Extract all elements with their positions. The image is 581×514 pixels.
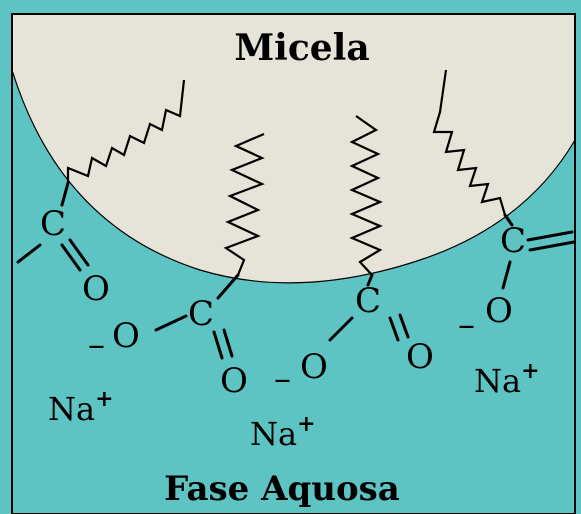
sodium-ion-2: Na+	[250, 411, 316, 453]
micelle-label: Micela	[234, 27, 369, 69]
bond-chain-c3	[366, 273, 374, 287]
double-bond-c3-b	[398, 313, 410, 339]
bond-chain-c1	[60, 181, 70, 207]
bond-c1-left	[16, 243, 42, 264]
double-bond-c4-a	[526, 230, 574, 242]
carbon-atom-4: C	[500, 221, 526, 261]
oxygen-atom-4: O	[300, 347, 328, 387]
micelle-region	[12, 15, 575, 283]
hydrocarbon-chain-3	[349, 115, 383, 276]
sodium-symbol: Na	[48, 390, 95, 428]
bond-c2-o	[154, 314, 188, 332]
double-bond-c1-a	[60, 243, 82, 272]
plus-sign: +	[95, 386, 113, 412]
minus-sign-2: –	[274, 359, 291, 399]
sodium-symbol: Na	[250, 415, 297, 453]
carbon-atom-3: C	[355, 281, 381, 321]
plus-sign: +	[297, 411, 315, 437]
oxygen-atom-5: O	[406, 337, 434, 377]
sodium-ion-3: Na+	[474, 358, 540, 400]
hydrocarbon-chain-4	[432, 69, 507, 216]
micelle-boundary	[11, 69, 576, 284]
plus-sign: +	[521, 358, 539, 384]
double-bond-c2-b	[222, 328, 234, 358]
bond-chain-c4	[503, 213, 514, 227]
minus-sign-1: –	[88, 325, 105, 365]
sodium-ion-1: Na+	[48, 386, 114, 428]
bond-c4-o	[501, 260, 512, 290]
carbon-atom-1: C	[40, 204, 66, 244]
sodium-symbol: Na	[474, 362, 521, 400]
frame-border	[11, 13, 576, 514]
double-bond-c1-b	[68, 238, 90, 267]
hydrocarbon-chain-1	[66, 79, 186, 183]
hydrocarbon-chain-2	[223, 132, 265, 276]
minus-sign-3: –	[458, 305, 475, 345]
double-bond-c2-a	[212, 330, 224, 360]
double-bond-c4-b	[528, 240, 576, 252]
double-bond-c3-a	[388, 316, 400, 342]
carbon-atom-2: C	[188, 294, 214, 334]
aqueous-phase-label: Fase Aquosa	[164, 469, 400, 509]
oxygen-atom-3: O	[220, 361, 248, 401]
oxygen-atom-6: O	[485, 291, 513, 331]
bond-c3-o	[328, 316, 354, 342]
oxygen-atom-2: O	[112, 316, 140, 356]
bond-chain-c2	[216, 273, 240, 300]
oxygen-atom-1: O	[82, 269, 110, 309]
